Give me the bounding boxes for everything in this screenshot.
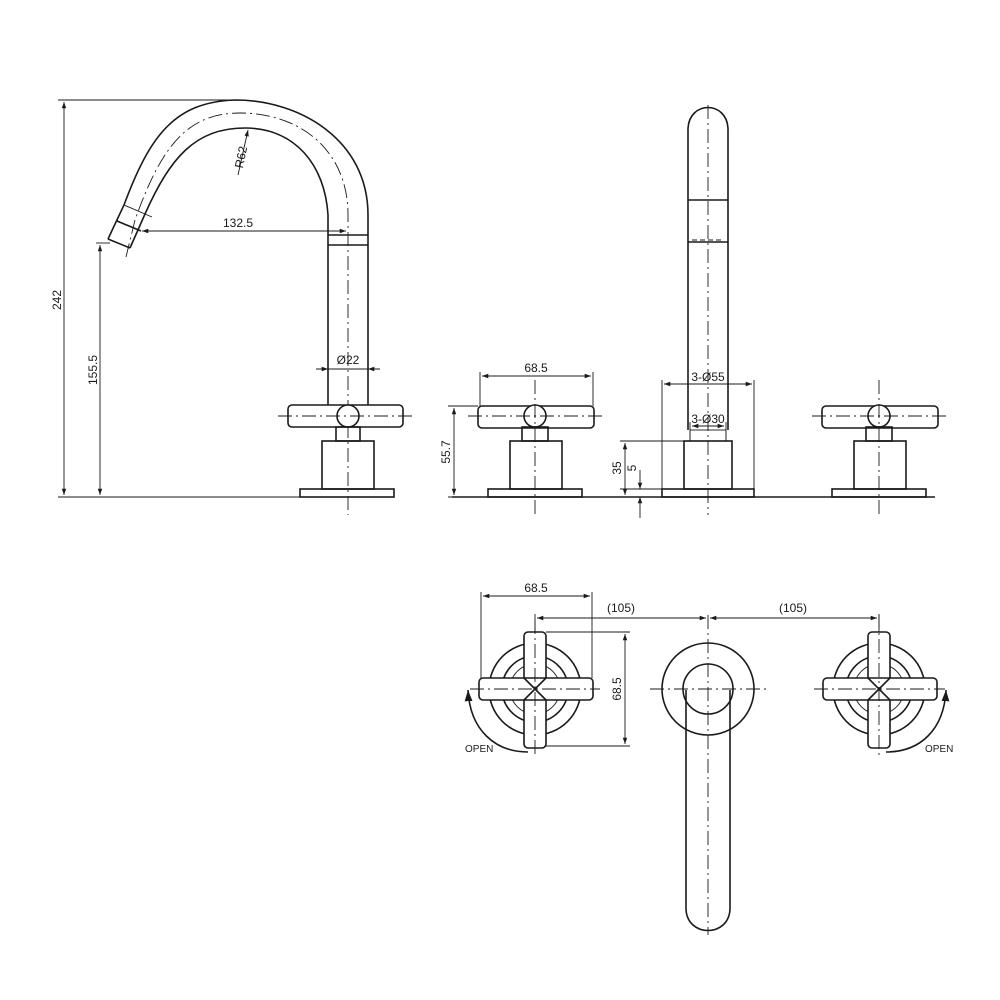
spout-tip-ring [116,220,142,232]
front-view: 68.5 3-Ø55 3-Ø30 55.7 35 5 [439,105,948,518]
dim-line-radius [237,129,249,176]
dim-front-handle-span: 68.5 [524,361,548,375]
dim-deck-min: 5 [625,464,639,471]
open-label-right: OPEN [925,744,953,755]
dim-tube-diameter: Ø22 [337,353,360,367]
front-right-handle [812,380,948,515]
dim-body-diameter: 3-Ø55 [691,370,725,384]
dim-hole-diameter: 3-Ø30 [691,412,725,426]
dim-spacing-left: (105) [607,601,635,615]
spout-centerline [125,112,349,515]
dim-bend-radius: R62 [232,145,250,170]
front-center-spout [661,105,755,515]
dim-top-handle-span: 68.5 [524,581,548,595]
top-view: OPEN OPEN [464,581,953,935]
dim-top-handle-depth: 68.5 [610,677,624,701]
open-label-left: OPEN [465,744,493,755]
side-base-plate [299,488,395,498]
top-right-cross-handle: OPEN [814,615,953,755]
dim-spout-height: 155.5 [86,355,100,385]
top-center-spout [650,615,768,935]
spout-tip [107,238,131,249]
spout-inner-outline [129,127,329,410]
dim-reach: 132.5 [223,216,253,230]
spout-tip-face [123,204,153,218]
top-left-cross-handle: OPEN [464,620,600,755]
dim-deck-max: 35 [610,461,624,475]
dim-handle-height: 55.7 [439,440,453,464]
side-view: 242 155.5 132.5 R62 Ø22 [50,99,415,515]
dim-height-total: 242 [50,290,64,310]
front-left-handle [468,380,605,515]
dim-spacing-right: (105) [779,601,807,615]
